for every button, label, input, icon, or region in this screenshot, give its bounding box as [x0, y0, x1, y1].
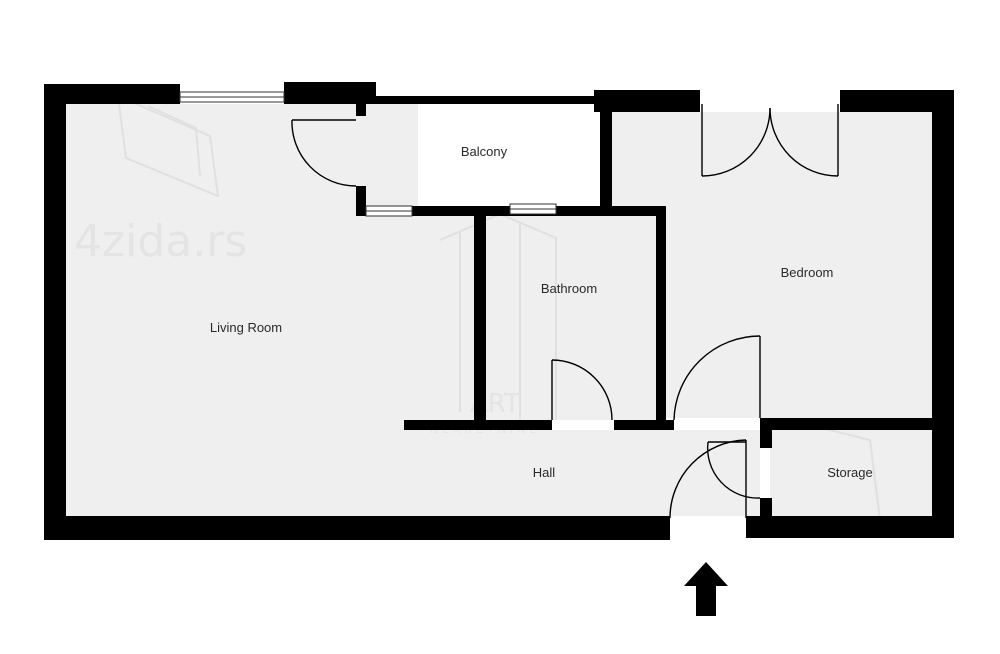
hall-wall-upper-left: [404, 420, 552, 430]
storage-left-wall: [760, 418, 772, 448]
bathroom-left-wall: [474, 206, 486, 430]
windows: [179, 91, 557, 217]
arrow-up-icon: [684, 562, 728, 616]
bedroom-top-wall: [594, 90, 700, 112]
balcony-door-swing: [291, 119, 357, 187]
outer-wall-top-left: [44, 84, 180, 104]
balcony-left-wall-lower: [356, 186, 366, 216]
balcony-left-wall: [356, 96, 366, 116]
balcony-top-wall: [356, 96, 608, 104]
room-label-balcony: Balcony: [461, 144, 508, 159]
watermark-site-text: 4zida.rs: [74, 216, 247, 267]
doors: [291, 104, 839, 519]
passage-floor: [418, 216, 474, 430]
outer-wall-right: [932, 90, 954, 538]
outer-wall-top-right: [840, 90, 954, 112]
outer-wall-bottom-right: [746, 516, 954, 538]
room-label-bedroom: Bedroom: [781, 265, 834, 280]
bathroom-door-swing: [551, 359, 613, 421]
room-label-bathroom: Bathroom: [541, 281, 597, 296]
bathroom-right-wall: [656, 206, 666, 430]
bedroom-door-right: [769, 104, 839, 177]
room-label-hall: Hall: [533, 465, 556, 480]
bedroom-bottom-wall: [760, 418, 954, 430]
living-room-floor: [66, 104, 418, 516]
outer-wall-top-mid: [284, 82, 376, 104]
storage-floor: [770, 430, 932, 516]
storage-left-wall-lower: [760, 498, 772, 520]
room-label-living-room: Living Room: [210, 320, 282, 335]
balcony-right-wall: [600, 96, 612, 216]
room-labels: Balcony Bedroom Bathroom Living Room Hal…: [210, 144, 873, 480]
room-label-storage: Storage: [827, 465, 873, 480]
hall-wall-upper-right: [614, 420, 674, 430]
bedroom-door-left: [701, 104, 771, 177]
outer-wall-bottom-left: [44, 516, 670, 540]
storage-door-swing: [706, 441, 761, 499]
outer-wall-left: [44, 84, 66, 540]
bedroom-hall-door-swing: [673, 335, 761, 421]
hall-floor: [410, 430, 760, 516]
